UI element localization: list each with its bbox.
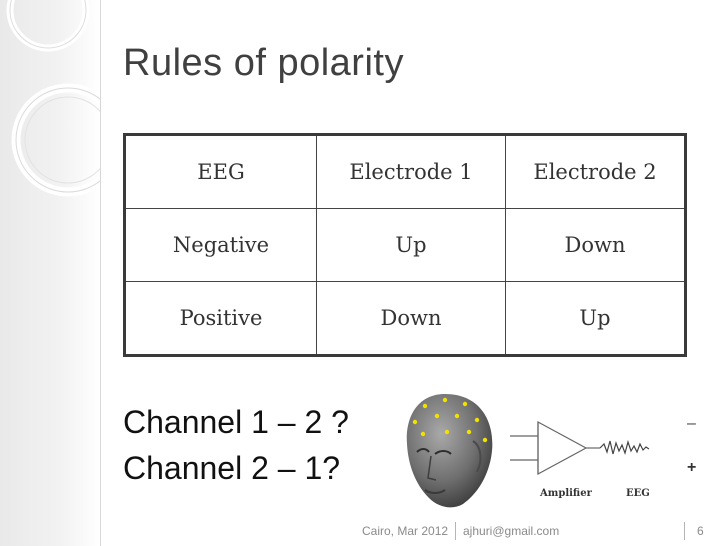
table-header-cell: Electrode 1 xyxy=(316,136,506,209)
channel-line-1: Channel 1 – 2 ? xyxy=(123,404,349,440)
table-cell: Positive xyxy=(126,281,317,354)
footer-location-date: Cairo, Mar 2012 xyxy=(362,524,449,538)
table-header-cell: EEG xyxy=(197,159,245,184)
table-header-cell: Electrode 2 xyxy=(505,136,684,209)
footer-separator xyxy=(455,522,456,540)
table-cell: Negative xyxy=(126,207,317,282)
amplifier-label: Amplifier xyxy=(539,488,593,499)
table-cell: Down xyxy=(316,281,506,354)
page-number: 6 xyxy=(697,524,704,538)
footer-separator xyxy=(684,522,685,540)
band-divider xyxy=(100,0,101,546)
table-row: Positive Down Up xyxy=(126,281,684,354)
table-row: Negative Up Down xyxy=(126,207,684,282)
minus-sign: – xyxy=(687,415,696,432)
polarity-table: EEG Electrode 1 Electrode 2 Negative Up … xyxy=(123,133,687,357)
channel-line-2: Channel 2 – 1? xyxy=(123,450,341,486)
slide-title: Rules of polarity xyxy=(123,42,404,84)
decorative-circles xyxy=(6,0,100,197)
eeg-label: EEG xyxy=(626,488,650,499)
table-cell: Up xyxy=(316,207,506,282)
table-cell: Up xyxy=(505,281,684,354)
head-electrodes-image xyxy=(406,394,493,508)
table-header-row: EEG Electrode 1 Electrode 2 xyxy=(126,136,684,209)
table-cell: Down xyxy=(505,207,684,282)
plus-sign: + xyxy=(687,459,696,476)
footer-email: ajhuri@gmail.com xyxy=(463,524,560,538)
amplifier-eeg-diagram: – + Amplifier EEG xyxy=(510,415,696,499)
